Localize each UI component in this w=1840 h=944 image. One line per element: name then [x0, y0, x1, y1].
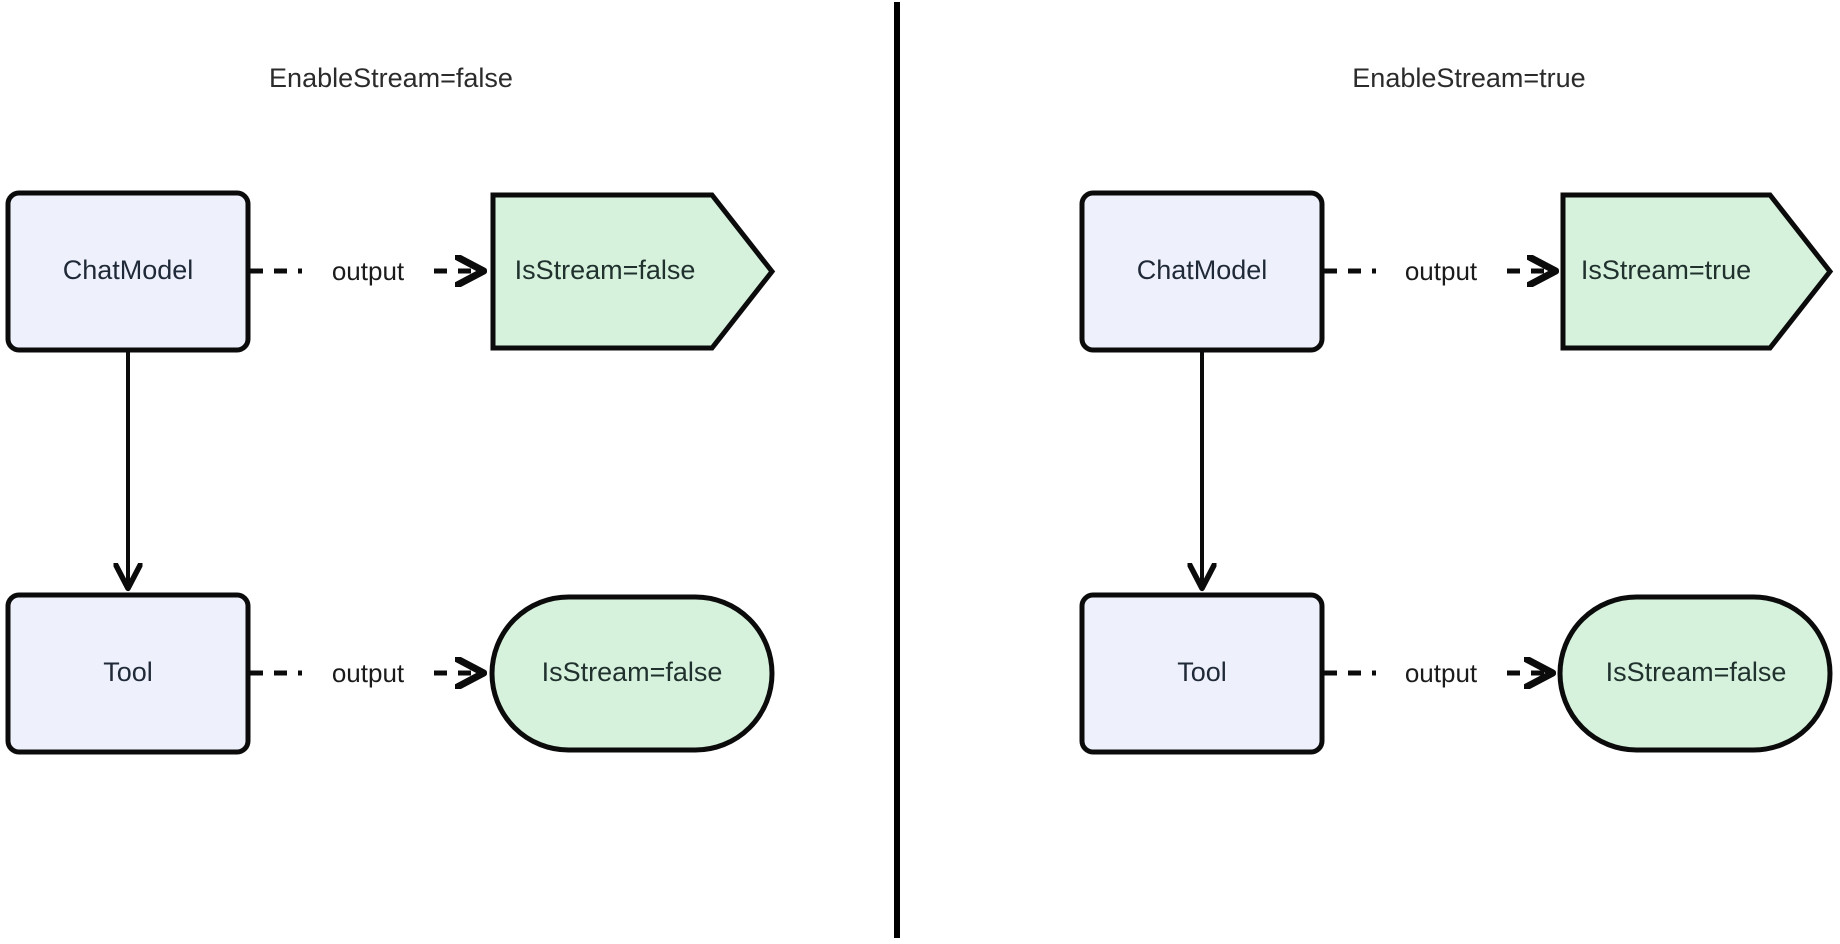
panel-left-tool-node[interactable]: Tool [5, 592, 251, 755]
chatmodel-node-shape[interactable] [5, 190, 251, 353]
panel-right-tool-result-stadium[interactable]: IsStream=false [1557, 594, 1833, 753]
chatmodel-output-edge-label: output [1405, 256, 1478, 286]
panel-left: EnableStream=false flag --> output Tool … [5, 63, 776, 755]
tool-output-edge-label: output [332, 658, 405, 688]
tool-output-edge-label: output [1405, 658, 1478, 688]
panel-left-tool-result-stadium[interactable]: IsStream=false [489, 594, 775, 753]
panel-left-chatmodel-result-flag[interactable]: IsStream=false [490, 192, 776, 351]
panel-right-tool-output-edge: output [1324, 658, 1549, 688]
chatmodel-result-flag-shape[interactable] [490, 192, 776, 351]
chatmodel-output-edge-label: output [332, 256, 405, 286]
chatmodel-result-flag-label: IsStream=true [1581, 255, 1751, 285]
panel-right-title: EnableStream=true [1352, 63, 1585, 93]
panel-right-tool-node[interactable]: Tool [1079, 592, 1325, 755]
panel-left-chatmodel-output-edge: output [250, 256, 480, 286]
panel-right-chatmodel-output-edge: output [1324, 256, 1552, 286]
tool-result-stadium-label: IsStream=false [1606, 657, 1787, 687]
panel-right-chatmodel-result-flag[interactable]: IsStream=true [1560, 192, 1834, 351]
chatmodel-result-flag-label: IsStream=false [515, 255, 696, 285]
tool-node-shape[interactable] [1079, 592, 1325, 755]
chatmodel-result-flag-shape[interactable] [1560, 192, 1834, 351]
panel-right: EnableStream=true flag --> output Tool -… [1079, 63, 1834, 755]
tool-result-stadium-shape[interactable] [1557, 594, 1833, 753]
chatmodel-node-shape[interactable] [1079, 190, 1325, 353]
chatmodel-node-label: ChatModel [63, 255, 194, 285]
tool-node-shape[interactable] [5, 592, 251, 755]
tool-result-stadium-shape[interactable] [489, 594, 775, 753]
panel-left-chatmodel-node[interactable]: ChatModel [5, 190, 251, 353]
tool-result-stadium-label: IsStream=false [542, 657, 723, 687]
tool-node-label: Tool [1177, 657, 1227, 687]
tool-node-label: Tool [103, 657, 153, 687]
panel-right-chatmodel-node[interactable]: ChatModel [1079, 190, 1325, 353]
chatmodel-node-label: ChatModel [1137, 255, 1268, 285]
panel-left-tool-output-edge: output [250, 658, 480, 688]
panel-left-title: EnableStream=false [269, 63, 513, 93]
